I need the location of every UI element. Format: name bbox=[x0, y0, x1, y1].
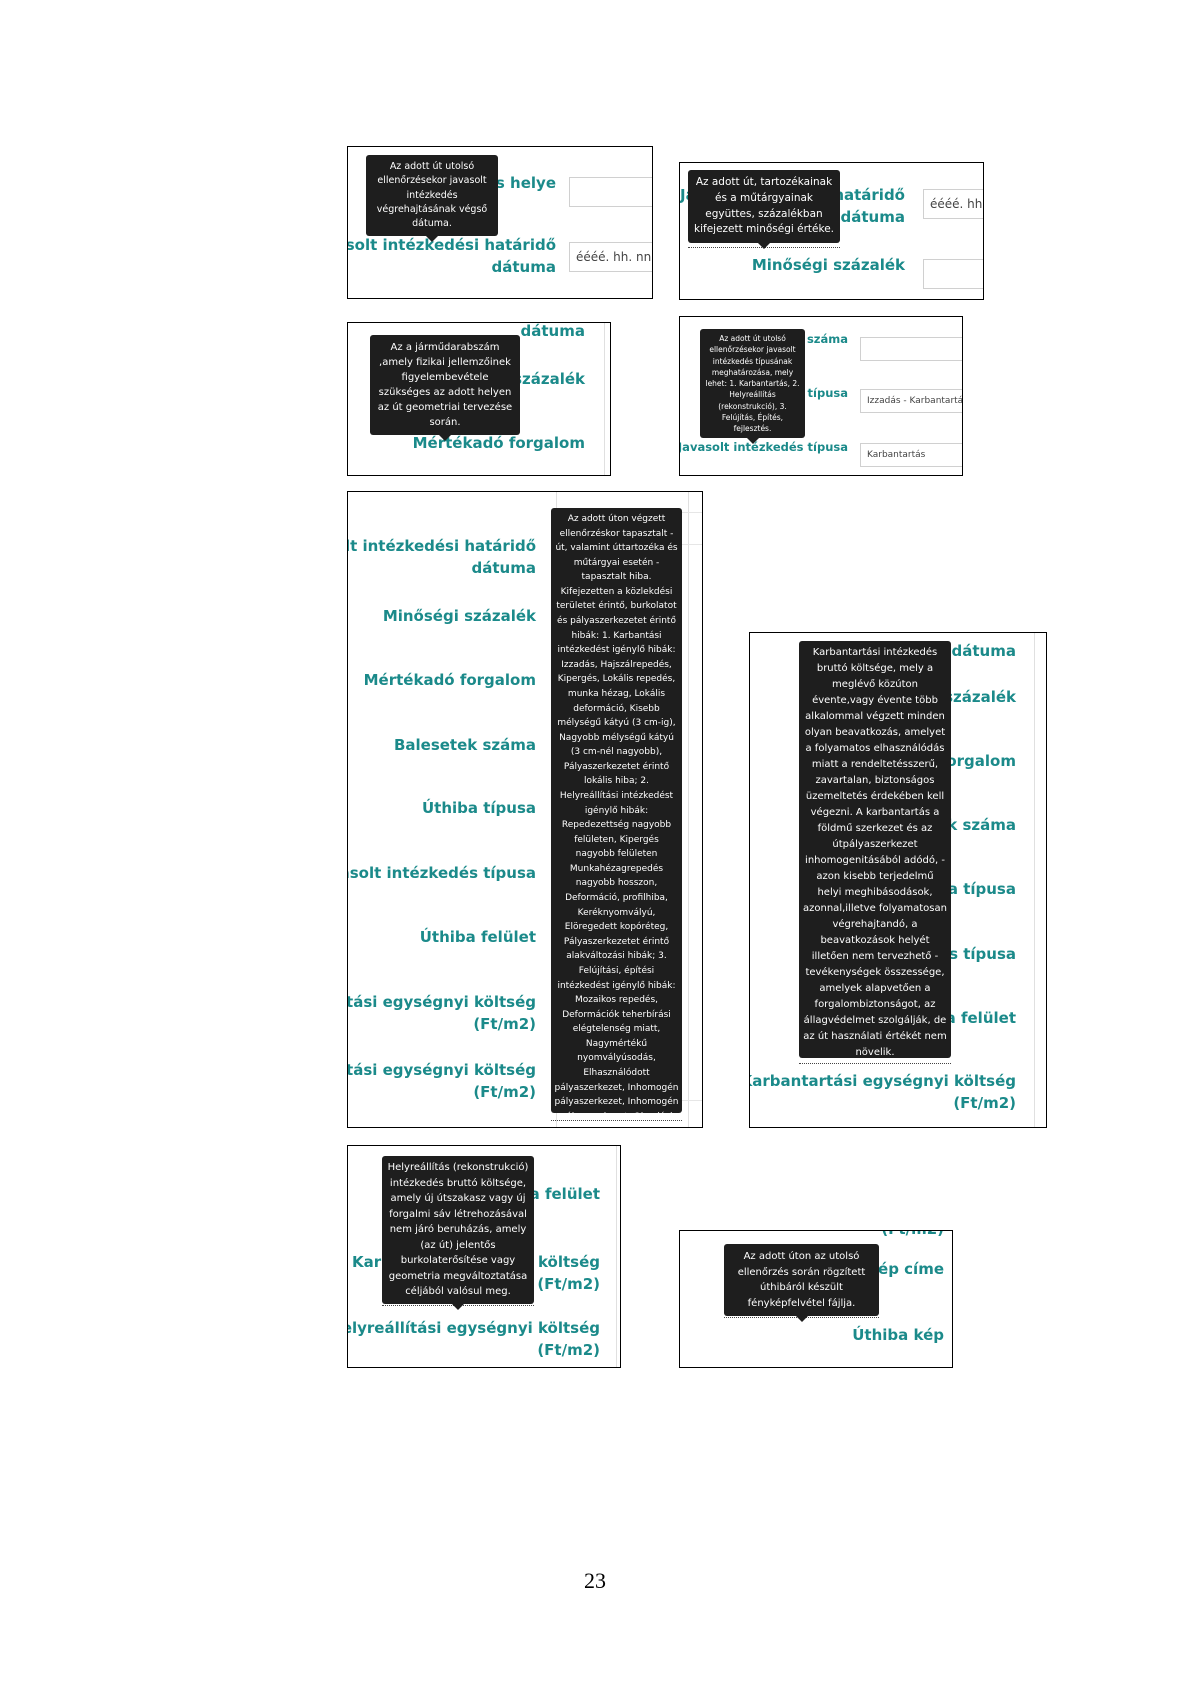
tooltip-measure-type: Az adott út utolsó ellenőrzésekor javaso… bbox=[700, 329, 805, 445]
label-deadline-line1: határidő bbox=[833, 186, 905, 204]
quality-percent-input[interactable] bbox=[923, 259, 983, 289]
screenshot-panel-maintenance-cost: dátuma százalék forgalom ek száma ba típ… bbox=[749, 632, 1047, 1128]
label-line: dátuma bbox=[471, 558, 536, 577]
tooltip-anchor-dotted bbox=[799, 1063, 951, 1064]
input-edge bbox=[1034, 633, 1035, 1127]
label-line: rbantartási egységnyi költség bbox=[348, 993, 536, 1011]
tooltip-rehabilitation-cost: Helyreállítás (rekonstrukció) intézkedés… bbox=[382, 1156, 534, 1309]
screenshot-panel-deadline-date: és helye Javasolt intézkedési határidő d… bbox=[347, 146, 653, 299]
label-defect-surface: Úthiba felület bbox=[419, 928, 536, 946]
tooltip-anchor-dotted bbox=[551, 1120, 682, 1121]
deadline-date-input[interactable]: éééé. hh. nn. bbox=[569, 242, 652, 272]
label-measure-type: Javasolt intézkedés típusa bbox=[679, 440, 848, 454]
tooltip-design-traffic: Az a járműdarabszám ,amely fizikai jelle… bbox=[370, 335, 520, 441]
label-defect-type: Úthiba típusa bbox=[421, 799, 536, 817]
screenshot-panel-rehabilitation-cost: ba felület Karb nyi költség (Ft/m2) Hely… bbox=[347, 1145, 621, 1368]
label-image-title-fragment: kép címe bbox=[868, 1260, 944, 1278]
label-cost-fragment: (Ft/m2) bbox=[881, 1231, 944, 1241]
label-deadline-line1: Javasolt intézkedési határidő bbox=[347, 236, 556, 254]
tooltip-deadline-date: Az adott út utolsó ellenőrzésekor javaso… bbox=[366, 155, 498, 243]
label-quality-percent: Minőségi százalék bbox=[751, 256, 905, 274]
tooltip-defect-type: Az adott úton végzett ellenőrzéskor tapa… bbox=[551, 508, 682, 1113]
accidents-input[interactable] bbox=[860, 337, 962, 361]
label-date-fragment: dátuma bbox=[520, 322, 585, 340]
screenshot-panel-measure-type: ek száma a típusa Izzadás - Karbantartás… bbox=[679, 316, 963, 476]
label-deadline-date: Javasolt intézkedési határidő dátuma bbox=[347, 235, 556, 279]
label-percent-fragment: százalék bbox=[513, 370, 585, 388]
label-rehabilitation-cost: lyreállítási egységnyi költség (Ft/m2) bbox=[348, 1060, 536, 1104]
label-location-fragment: és helye bbox=[485, 174, 556, 192]
defect-type-select[interactable]: Izzadás - Karbantartás bbox=[860, 389, 962, 413]
label-measure-type: Javasolt intézkedés típusa bbox=[348, 864, 536, 882]
label-rehabilitation-cost: Helyreállítási egységnyi költség (Ft/m2) bbox=[347, 1318, 600, 1362]
screenshot-panel-defect-type: Javasolt intézkedési határidő dátuma Min… bbox=[347, 491, 703, 1128]
label-line: Javasolt intézkedési határidő bbox=[348, 537, 536, 555]
label-surface-fragment: a felület bbox=[945, 1009, 1016, 1027]
label-date-fragment: dátuma bbox=[951, 642, 1016, 660]
label-percent-fragment: százalék bbox=[944, 688, 1016, 706]
label-maintenance-cost: rbantartási egységnyi költség (Ft/m2) bbox=[348, 992, 536, 1036]
screenshot-panel-defect-image: (Ft/m2) kép címe Úthiba kép Az adott úto… bbox=[679, 1230, 953, 1368]
screenshot-panel-design-traffic: dátuma százalék Mértékadó forgalom Az a … bbox=[347, 322, 611, 476]
label-defect-type-fragment: a típusa bbox=[795, 386, 848, 400]
page-number: 23 bbox=[584, 1568, 606, 1593]
input-edge bbox=[616, 1146, 617, 1367]
tooltip-maintenance-cost: Karbantartási intézkedés bruttó költsége… bbox=[799, 641, 951, 1058]
input-edge bbox=[604, 323, 605, 475]
screenshot-panel-quality-percent: Ja határidő dátuma éééé. hh. Minőségi sz… bbox=[679, 162, 984, 300]
label-line: Karbantartási egységnyi költség bbox=[749, 1072, 1016, 1090]
label-deadline-line2: dátuma bbox=[840, 207, 905, 226]
label-line: (Ft/m2) bbox=[473, 1014, 536, 1033]
label-maintenance-cost: Karbantartási egységnyi költség (Ft/m2) bbox=[749, 1071, 1016, 1115]
label-deadline-date: határidő dátuma bbox=[833, 185, 905, 229]
label-deadline-date: Javasolt intézkedési határidő dátuma bbox=[348, 536, 536, 580]
tooltip-quality-percent: Az adott út, tartozékainak és a műtárgya… bbox=[688, 170, 840, 249]
deadline-date-input[interactable]: éééé. hh. bbox=[923, 189, 983, 219]
label-line: Helyreállítási egységnyi költség bbox=[347, 1319, 600, 1337]
tooltip-defect-image: Az adott úton az utolsó ellenőrzés során… bbox=[724, 1244, 879, 1322]
location-input[interactable] bbox=[569, 177, 652, 207]
label-deadline-line2: dátuma bbox=[491, 257, 556, 276]
label-line: (Ft/m2) bbox=[537, 1274, 600, 1293]
label-cost1-prefix: Karb bbox=[352, 1253, 392, 1271]
label-accidents: Balesetek száma bbox=[393, 736, 536, 754]
label-design-traffic: Mértékadó forgalom bbox=[363, 671, 536, 689]
label-quality-percent: Minőségi százalék bbox=[382, 607, 536, 625]
label-design-traffic: Mértékadó forgalom bbox=[412, 434, 585, 452]
measure-type-select[interactable]: Karbantartás bbox=[860, 443, 962, 467]
input-column-edge bbox=[688, 492, 689, 1127]
label-line: (Ft/m2) bbox=[953, 1093, 1016, 1112]
label-defect-image: Úthiba kép bbox=[852, 1326, 944, 1344]
label-accidents-fragment: ek száma bbox=[937, 816, 1016, 834]
label-defect-type-fragment: ba típusa bbox=[937, 880, 1016, 898]
label-line: lyreállítási egységnyi költség bbox=[348, 1061, 536, 1079]
label-line: (Ft/m2) bbox=[537, 1340, 600, 1359]
label-line: (Ft/m2) bbox=[473, 1082, 536, 1101]
label-surface-fragment: ba felület bbox=[518, 1185, 600, 1203]
label-traffic-fragment: forgalom bbox=[939, 752, 1016, 770]
